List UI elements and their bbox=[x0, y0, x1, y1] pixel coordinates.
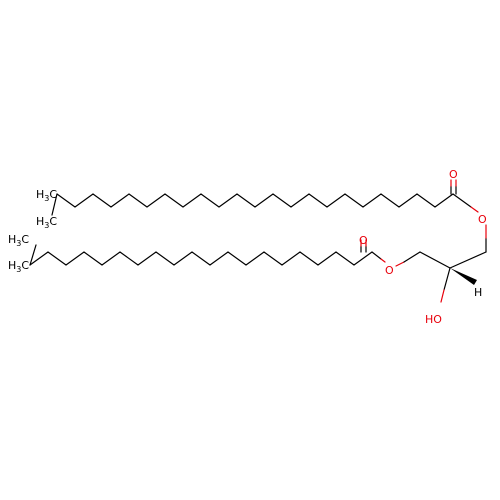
top-acyl-chain bbox=[51, 179, 479, 216]
top-branch-methyl-bond bbox=[51, 193, 58, 216]
methyl-bottom-b-h: H bbox=[8, 233, 16, 246]
carbonyl-o-top-label: O bbox=[449, 168, 458, 181]
bottom-branch-methyl-bond bbox=[29, 244, 37, 266]
methyl-bottom-a-c: C bbox=[21, 259, 29, 272]
methyl-bottom-a-h: H bbox=[8, 259, 16, 272]
top-chain-bonds bbox=[56, 193, 454, 208]
chiral-oh-bond bbox=[443, 267, 451, 291]
ester-o-bottom-label: O bbox=[385, 264, 394, 277]
chiral-oh-bond-red bbox=[440, 289, 445, 303]
methyl-top-a-sub: 3 bbox=[44, 194, 49, 203]
glycerol-backbone bbox=[395, 224, 487, 303]
bottom-o-ch2-bond-red bbox=[395, 261, 405, 267]
methyl-bottom-a-label: H3C bbox=[8, 259, 29, 274]
methyl-top-b-c: C bbox=[49, 215, 57, 228]
methyl-top-a-label: H3C bbox=[36, 188, 57, 203]
top-ester-o-bond-red bbox=[470, 206, 479, 213]
atom-labels: O O O O HO H H3C H3C H3C H3C bbox=[8, 168, 487, 326]
bottom-acyl-chain bbox=[29, 239, 386, 266]
methyl-top-a-c: C bbox=[49, 188, 57, 201]
hydroxyl-label: HO bbox=[425, 313, 442, 326]
carbonyl-o-bottom-label: O bbox=[359, 234, 368, 247]
ch2-chiral-bond bbox=[419, 251, 451, 269]
bottom-o-ch2-bond bbox=[403, 251, 421, 263]
methyl-bottom-b-sub: 3 bbox=[16, 239, 21, 248]
methyl-top-b-h: H bbox=[36, 215, 44, 228]
methyl-top-a-h: H bbox=[36, 188, 44, 201]
bottom-chain-bonds bbox=[29, 251, 373, 266]
bottom-carbonyl-ester-bond bbox=[371, 251, 382, 260]
methyl-bottom-a-sub: 3 bbox=[16, 265, 21, 274]
methyl-top-b-sub: 3 bbox=[44, 221, 49, 230]
ester-o-top-label: O bbox=[478, 213, 487, 226]
chiral-ch2-bond bbox=[449, 251, 487, 269]
stereo-wedge-bond bbox=[450, 268, 477, 285]
bottom-ester-o-bond-red bbox=[380, 258, 386, 263]
methyl-bottom-b-label: H3C bbox=[8, 233, 29, 248]
methyl-bottom-b-c: C bbox=[21, 233, 29, 246]
top-carbonyl-ester-bond bbox=[452, 193, 472, 208]
methyl-top-b-label: H3C bbox=[36, 215, 57, 230]
hydrogen-label: H bbox=[474, 286, 482, 299]
